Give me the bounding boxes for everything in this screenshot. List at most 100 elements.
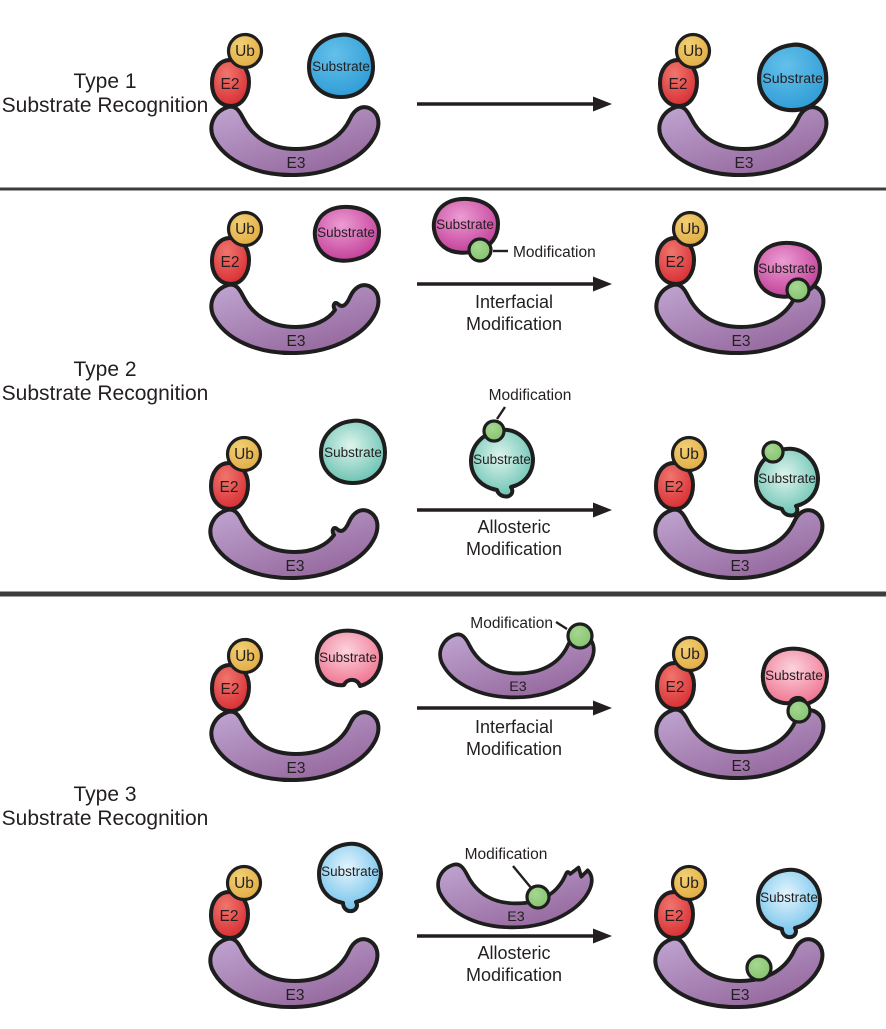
row-type2-interfacial: Ub E2 E3 Substrate Substrate Modificatio…	[209, 196, 826, 356]
substrate-unbound: Substrate	[317, 841, 383, 914]
substrate-bound: Substrate	[760, 646, 830, 706]
e2-label: E2	[665, 908, 684, 925]
arrow-head	[593, 928, 612, 944]
e2-label: E2	[221, 254, 240, 271]
section-title-line2: Substrate Recognition	[2, 94, 209, 117]
complex-e3-e2-ub: Ub E2 E3	[209, 637, 381, 783]
substrate-label: Substrate	[317, 225, 375, 240]
modification-callout-line	[496, 406, 506, 420]
section-title: Type 1	[73, 70, 136, 93]
e3-label: E3	[287, 760, 306, 777]
e3-label: E3	[731, 558, 750, 575]
ubiquitin-label: Ub	[235, 43, 255, 60]
substrate-unbound: Substrate	[307, 32, 375, 99]
substrate-modified: Substrate	[469, 427, 535, 499]
substrate-unbound: Substrate	[314, 628, 384, 688]
modification-dot	[482, 419, 506, 443]
e3-label: E3	[286, 558, 305, 575]
complex-e3-e2-ub: Ub E2 E3	[208, 864, 380, 1010]
modification-dot	[467, 237, 493, 263]
substrate-bound: Substrate	[754, 446, 820, 518]
arrow-caption-line2: Modification	[466, 739, 562, 759]
e3-modified: E3	[436, 862, 594, 930]
reaction-arrow	[417, 928, 612, 944]
section-title: Type 2	[73, 358, 136, 381]
substrate-bound: Substrate	[753, 240, 822, 299]
arrow-head	[593, 700, 612, 716]
substrate-label: Substrate	[762, 71, 823, 87]
substrate-bound: Substrate	[756, 867, 822, 940]
row-type3-allosteric: Ub E2 E3 Substrate Modification E3 Allos…	[208, 841, 825, 1010]
e2-label: E2	[220, 479, 239, 496]
substrate-unbound: Substrate	[319, 418, 387, 485]
reaction-arrow	[417, 96, 612, 112]
substrate-label: Substrate	[758, 261, 816, 276]
ubiquitin-label: Ub	[680, 221, 700, 238]
e2-label: E2	[665, 479, 684, 496]
arrow-caption: Allosteric	[477, 517, 550, 537]
section-title-line2: Substrate Recognition	[2, 807, 209, 830]
modification-dot	[761, 440, 785, 464]
ubiquitin-label: Ub	[680, 646, 700, 663]
arrow-caption: Allosteric	[477, 943, 550, 963]
complex-e3-e2-ub: Ub E2 E3	[209, 210, 381, 356]
arrow-caption: Interfacial	[475, 292, 553, 312]
modification-callout-line	[555, 620, 568, 631]
e2-label: E2	[221, 681, 240, 698]
ubiquitin-label: Ub	[683, 43, 703, 60]
e3-label: E3	[735, 155, 754, 172]
modification-callout-label: Modification	[513, 244, 596, 261]
section-type2: Type 2 Substrate Recognition Ub E2 E3 Su…	[2, 196, 826, 581]
modification-callout-label: Modification	[465, 846, 548, 863]
complex-e3-e2-ub-bound: Ub E2 E3	[654, 210, 826, 356]
complex-e3-e2-ub-bound: Ub E2 E3	[654, 635, 826, 781]
section-title: Type 3	[73, 783, 136, 806]
arrow-caption-line2: Modification	[466, 314, 562, 334]
substrate-label: Substrate	[473, 452, 531, 467]
row-type2-allosteric: Ub E2 E3 Substrate Modification Substrat…	[208, 387, 825, 581]
reaction-arrow	[417, 502, 612, 518]
ubiquitin-label: Ub	[679, 875, 699, 892]
e3-label: E3	[732, 333, 751, 350]
reaction-arrow	[417, 276, 612, 292]
substrate-label: Substrate	[760, 890, 818, 905]
substrate-label: Substrate	[321, 864, 379, 879]
arrow-caption-line2: Modification	[466, 539, 562, 559]
modification-callout-label: Modification	[470, 615, 553, 632]
e3-label: E3	[287, 155, 306, 172]
e3-label: E3	[286, 987, 305, 1004]
arrow-head	[593, 276, 612, 292]
modification-dot	[786, 698, 812, 724]
modification-callout-line	[512, 865, 533, 890]
section-type3: Type 3 Substrate Recognition Ub E2 E3 Su…	[2, 615, 830, 1010]
ubiquitin-label: Ub	[679, 446, 699, 463]
modification-dot	[785, 277, 811, 303]
substrate-label: Substrate	[436, 217, 494, 232]
e2-label: E2	[220, 908, 239, 925]
arrow-caption-line2: Modification	[466, 965, 562, 985]
e3-label: E3	[507, 909, 525, 925]
complex-e3-e2-ub-bound: Ub E2 E3	[653, 864, 825, 1010]
substrate-unbound: Substrate	[312, 204, 381, 263]
e2-label: E2	[666, 679, 685, 696]
e3-label: E3	[732, 758, 751, 775]
e3-label: E3	[287, 333, 306, 350]
e3-label: E3	[509, 679, 527, 695]
e2-label: E2	[669, 76, 688, 93]
substrate-label: Substrate	[312, 59, 370, 74]
complex-e3-e2-ub-bound: Ub E2 E3	[657, 32, 829, 178]
section-type1: Type 1 Substrate Recognition Ub E2 E3 Su…	[2, 32, 829, 178]
complex-e3-e2-ub: Ub E2 E3	[209, 32, 381, 178]
substrate-modified: Substrate	[431, 196, 500, 255]
arrow-head	[593, 96, 612, 112]
ubiquitin-label: Ub	[234, 875, 254, 892]
substrate-bound: Substrate	[759, 45, 826, 111]
e2-label: E2	[666, 254, 685, 271]
modification-callout-label: Modification	[489, 387, 572, 404]
section-title-line2: Substrate Recognition	[2, 382, 209, 405]
e2-label: E2	[221, 76, 240, 93]
modification-dot	[566, 622, 594, 650]
arrow-caption: Interfacial	[475, 717, 553, 737]
